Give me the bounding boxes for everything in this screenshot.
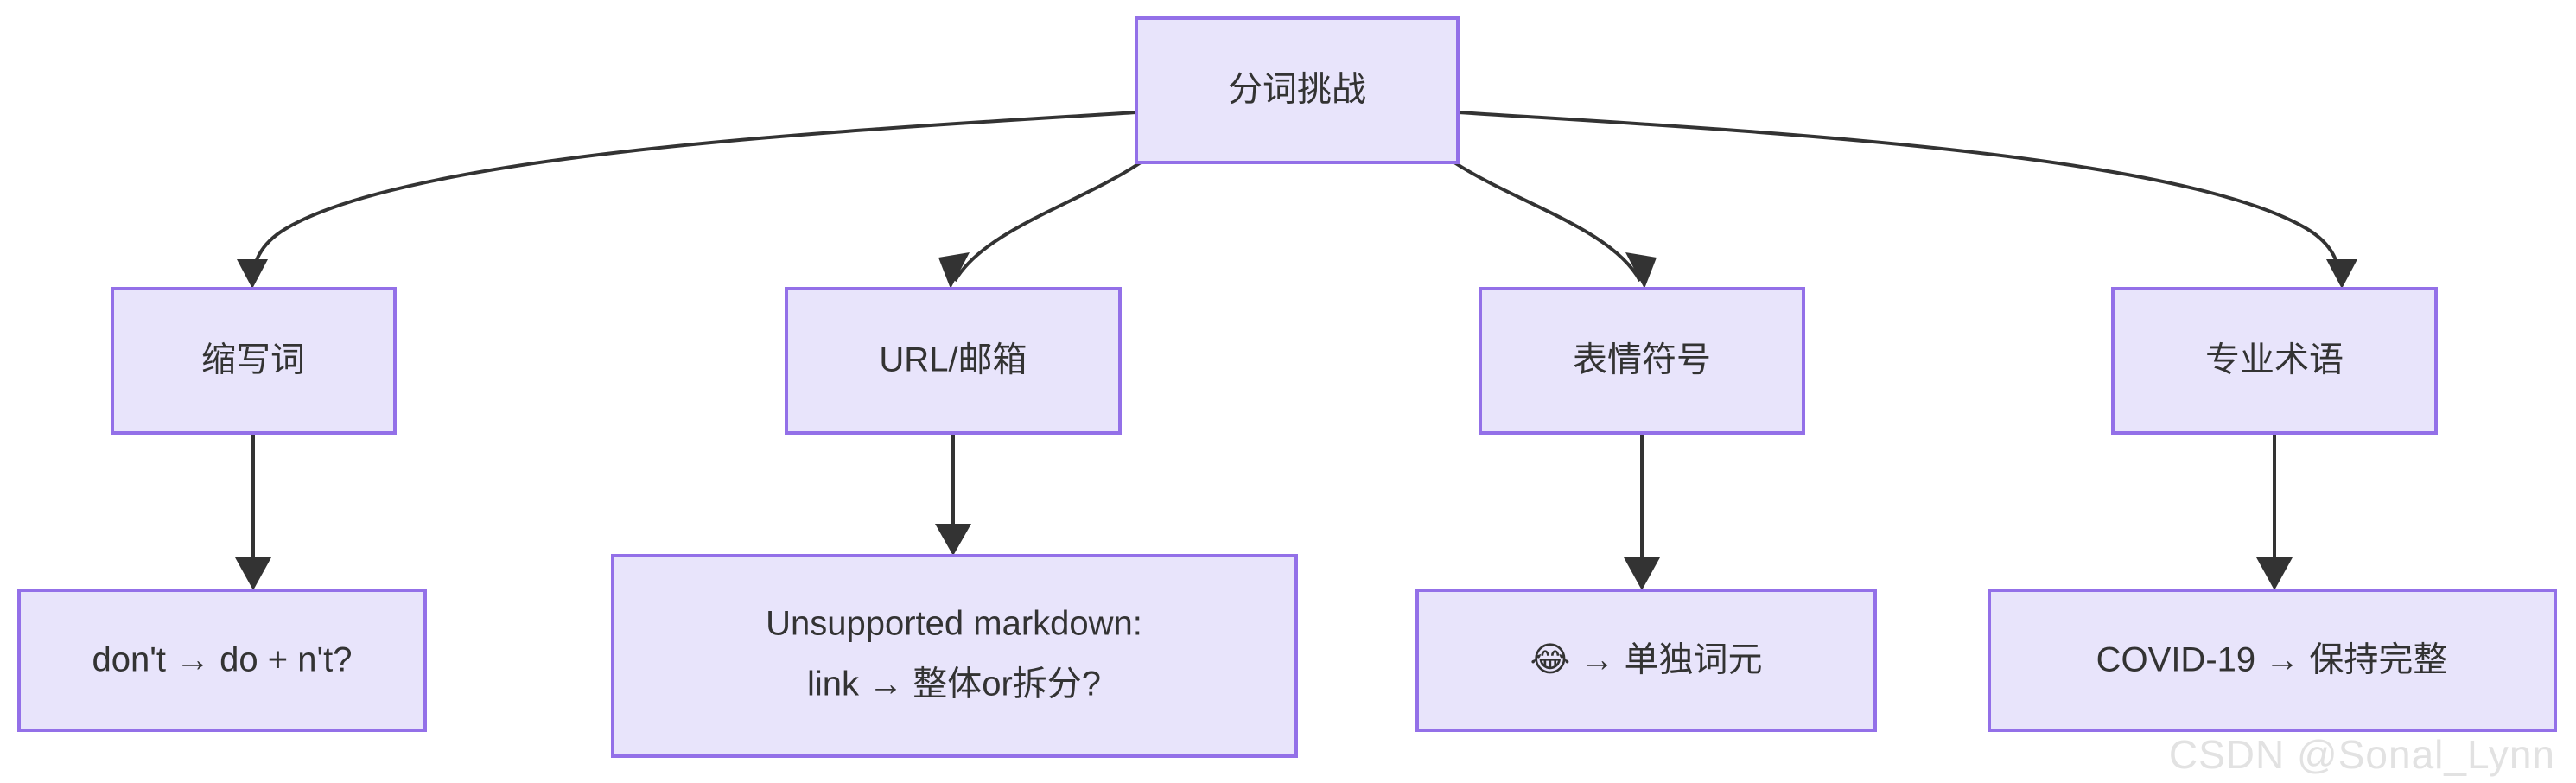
node-jargon-example-label: COVID-19 → 保持完整 bbox=[2096, 641, 2448, 679]
node-jargon-example-box[interactable] bbox=[1988, 589, 2557, 732]
node-root-label: 分词挑战 bbox=[1228, 71, 1366, 109]
arrow-head-abbreviation-example bbox=[235, 557, 271, 590]
node-abbreviation-example-box[interactable] bbox=[17, 589, 427, 732]
node-abbreviation-example[interactable]: don't → do + n't? bbox=[17, 589, 427, 732]
node-abbreviation-example-label: don't → do + n't? bbox=[92, 641, 352, 679]
node-emoji-symbol-box[interactable] bbox=[1479, 287, 1805, 435]
arrow-head-emoji bbox=[1625, 252, 1657, 289]
edge-root-to-url bbox=[953, 161, 1142, 283]
node-url-example-label-line1: Unsupported markdown: bbox=[766, 605, 1142, 643]
node-abbreviation-box[interactable] bbox=[111, 287, 397, 435]
arrow-head-emoji-example bbox=[1624, 557, 1660, 590]
node-emoji-symbol-label: 表情符号 bbox=[1573, 341, 1711, 379]
node-root-box[interactable] bbox=[1135, 16, 1460, 164]
node-abbreviation-label: 缩写词 bbox=[201, 341, 305, 379]
edge-root-to-emoji bbox=[1453, 161, 1642, 282]
node-url-example-box[interactable] bbox=[611, 554, 1298, 758]
node-url-email-label: URL/邮箱 bbox=[879, 341, 1027, 379]
node-jargon-box[interactable] bbox=[2111, 287, 2438, 435]
node-url-example[interactable]: Unsupported markdown: link → 整体or拆分? bbox=[611, 554, 1298, 758]
arrow-head-jargon-example bbox=[2256, 557, 2293, 590]
node-url-example-label-line2: link → 整体or拆分? bbox=[807, 665, 1101, 703]
arrow-head-url bbox=[938, 252, 970, 289]
node-jargon-label: 专业术语 bbox=[2205, 341, 2344, 379]
node-emoji-example-label: 😂 → 单独词元 bbox=[1530, 641, 1763, 679]
node-url-email[interactable]: URL/邮箱 bbox=[785, 287, 1122, 435]
node-abbreviation[interactable]: 缩写词 bbox=[111, 287, 397, 435]
node-jargon[interactable]: 专业术语 bbox=[2111, 287, 2438, 435]
arrow-head-url-example bbox=[935, 524, 971, 556]
edge-root-to-abbreviation bbox=[251, 111, 1137, 282]
arrow-head-abbreviation bbox=[237, 259, 268, 289]
node-emoji-example-box[interactable] bbox=[1415, 589, 1877, 732]
edge-group-leaves bbox=[235, 433, 2293, 590]
node-emoji-symbol[interactable]: 表情符号 bbox=[1479, 287, 1805, 435]
edge-group-root bbox=[237, 111, 2357, 289]
node-jargon-example[interactable]: COVID-19 → 保持完整 bbox=[1988, 589, 2557, 732]
node-root[interactable]: 分词挑战 bbox=[1135, 16, 1460, 164]
edge-root-to-jargon bbox=[1457, 111, 2342, 282]
arrow-head-jargon bbox=[2326, 259, 2357, 289]
node-emoji-example[interactable]: 😂 → 单独词元 bbox=[1415, 589, 1877, 732]
node-url-email-box[interactable] bbox=[785, 287, 1122, 435]
